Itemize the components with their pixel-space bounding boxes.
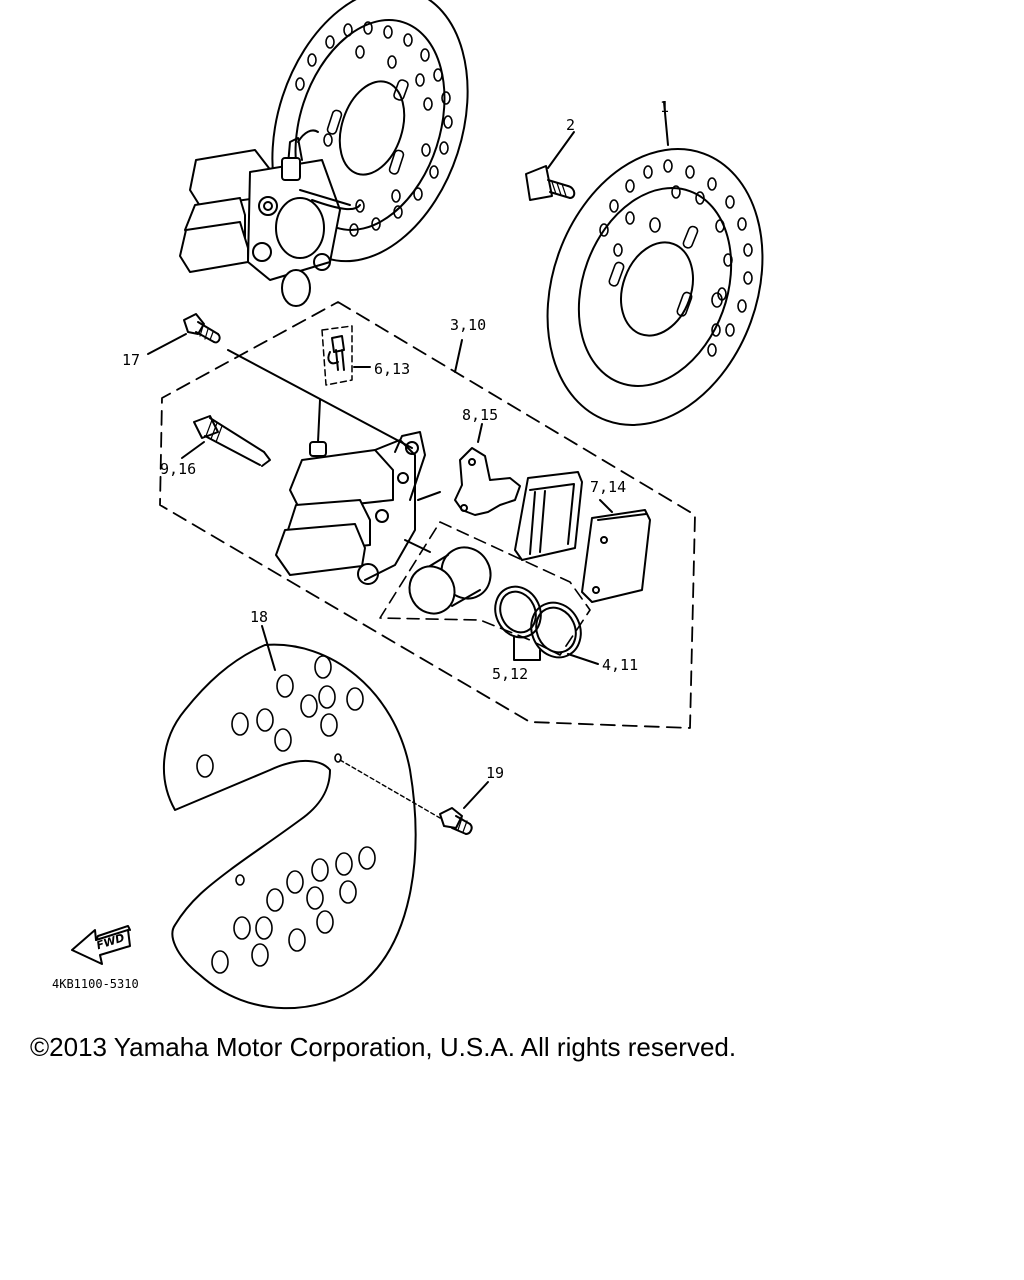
callout-8-15: 8,15: [462, 406, 498, 424]
callout-1: 1: [660, 98, 669, 116]
pad-support: [454, 423, 521, 516]
brake-disc: [546, 101, 764, 426]
diagram-code: 4KB1100-5310: [52, 977, 139, 991]
callout-7-14: 7,14: [590, 478, 626, 496]
callout-6-13: 6,13: [374, 360, 410, 378]
slide-pin: [181, 415, 271, 467]
callout-19: 19: [486, 764, 504, 782]
guard-bolt: [439, 781, 489, 835]
copyright-notice: ©2013 Yamaha Motor Corporation, U.S.A. A…: [30, 1032, 737, 1062]
callout-3-10: 3,10: [450, 316, 486, 334]
callout-5-12: 5,12: [492, 665, 528, 683]
assembled-brake-view: [179, 0, 469, 307]
caliper-assembly: [159, 301, 696, 729]
disc-guard: [162, 625, 441, 1010]
bleed-screw: [321, 325, 371, 386]
brake-pads: [514, 471, 651, 603]
exploded-parts-diagram: 1 2 3,10 4,11 5,12 6,13 7,14 8,15 9,16 1…: [52, 0, 764, 1010]
callout-17: 17: [122, 351, 140, 369]
caliper-bolt: [147, 313, 221, 355]
callout-9-16: 9,16: [160, 460, 196, 478]
callout-18: 18: [250, 608, 268, 626]
callout-4-11: 4,11: [602, 656, 638, 674]
disc-bolt: [525, 131, 576, 201]
fwd-arrow-icon: [71, 925, 131, 965]
piston-seal-kit: [379, 521, 599, 665]
callout-2: 2: [566, 116, 575, 134]
